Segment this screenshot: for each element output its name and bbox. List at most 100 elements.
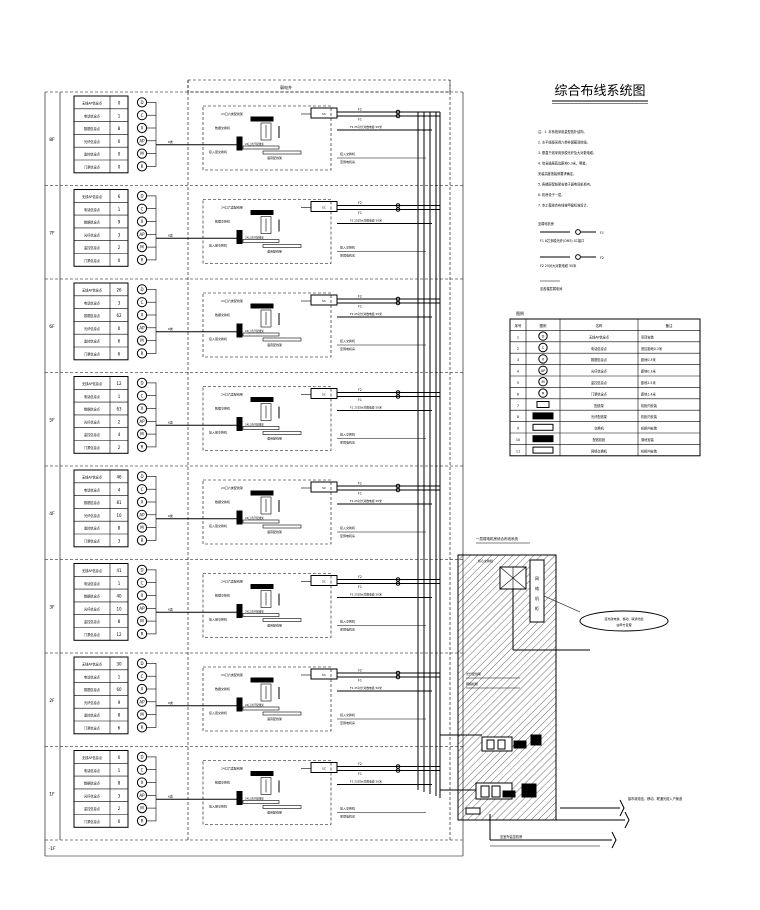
outlet-type: 门禁信息点 [84, 258, 101, 263]
legend-number: 5 [517, 381, 519, 385]
cable-type-label: 6类 [168, 606, 173, 611]
cabinet-label: 语音配线架 [267, 810, 282, 815]
legend-name: 数据信息点 [591, 357, 608, 362]
design-note: 5. 各楼层配线架安装于弱电间机柜内。 [538, 182, 593, 187]
legend-remark: 距地2.5米 [641, 380, 656, 385]
outlet-symbol-AP [136, 790, 148, 801]
riser-box-label: SC [322, 112, 326, 116]
outlet-symbol-letter: D [140, 661, 143, 666]
outlet-symbol-letter: D [140, 287, 143, 292]
outlet-count: 8 [118, 619, 121, 624]
outlet-symbol-letter: C [141, 300, 144, 305]
patch-panel [250, 303, 274, 309]
outlet-count: 2 [118, 806, 121, 811]
outlet-symbol-R [136, 815, 148, 827]
outlet-count: 26 [116, 288, 122, 293]
riser-box [310, 668, 338, 680]
outlet-type: 光纤信息点 [84, 606, 101, 611]
outlet-count: 40 [116, 594, 122, 599]
legend-name: 光纤信息点 [591, 369, 608, 374]
voice-panel [262, 150, 302, 155]
switch-box [260, 403, 272, 421]
legend-name: 配线架 [594, 403, 604, 408]
cabinet-label: 24口六类配线架 [221, 392, 243, 397]
outlet-type: 光纤信息点 [84, 793, 101, 798]
outlet-count: 46 [116, 475, 122, 480]
outlet-symbol-X [136, 777, 148, 788]
outlet-symbol-M [136, 335, 148, 346]
floor-cabinet [202, 666, 332, 732]
outlet-count: 9 [118, 700, 121, 705]
cabinet-label: 语音配线架 [267, 529, 282, 534]
legend-number: 8 [517, 415, 519, 419]
line-break-mark [611, 831, 617, 849]
cabinet-label: 24口光纤配线架 [245, 236, 264, 240]
outlet-type: 无线AP信息点 [82, 475, 103, 480]
voice-panel [262, 244, 302, 248]
outlet-symbol-X [136, 122, 148, 134]
outlet-symbol-R [136, 441, 148, 452]
floor-cabinet [202, 760, 332, 825]
cabinet-char: 机 [535, 595, 539, 601]
riser-box-label: SC [322, 299, 326, 303]
outlet-type: 光纤信息点 [84, 326, 101, 331]
patch-panel [250, 771, 274, 776]
outlet-count: 0 [118, 165, 121, 170]
outlet-type: 光纤信息点 [84, 513, 101, 518]
splice-point [395, 207, 401, 212]
switch-unit [502, 790, 516, 798]
machine-room-label: 光纤配线架 [466, 671, 481, 676]
splice-point [395, 768, 401, 773]
callout-leader [543, 595, 581, 613]
legend-remark: 距地0.3米 [641, 357, 656, 362]
patch-frame-port [497, 739, 506, 750]
legend-number: 10 [516, 438, 520, 442]
floor-label: 7F [49, 230, 55, 236]
outlet-symbol-letter: R [141, 632, 144, 637]
outlet-symbol-letter: AP [139, 512, 145, 517]
outlet-count: 8 [118, 781, 121, 786]
trunk-note: F2 25对大对数电缆 50米 [350, 499, 382, 503]
cabinet-label: 语音配线架 [267, 716, 282, 721]
outlet-type: 监控信息点 [84, 339, 101, 344]
outlet-count: 6 [118, 352, 121, 357]
outlet-count: 10 [116, 513, 122, 518]
cabinet-char: 络 [535, 585, 539, 591]
legend-name: 电话信息点 [591, 346, 608, 351]
trunk-label: F2 [358, 388, 362, 392]
outlet-symbol-letter: C [141, 674, 144, 679]
outlet-symbol-C [136, 390, 148, 401]
outlet-type: 电话信息点 [84, 394, 101, 399]
legend-number: 4 [517, 370, 519, 374]
trunk-label: F1 [358, 492, 362, 496]
machine-room-title: 一层弱电机房综合布线系统 [476, 536, 518, 541]
outlet-type: 数据信息点 [84, 500, 101, 505]
outlet-symbol-C [136, 484, 148, 495]
outlet-type: 数据信息点 [84, 126, 101, 131]
cable-type-label: 6类 [168, 700, 173, 705]
outlet-symbol-D [136, 377, 148, 388]
outlet-symbol-letter: X [141, 500, 144, 505]
outlet-type: 无线AP信息点 [82, 288, 103, 293]
switch-unit [513, 740, 527, 749]
riser-box-label: SC [322, 767, 326, 771]
patch-panel-2 [242, 145, 280, 150]
outlet-count: 0 [118, 326, 121, 331]
outlet-symbol-letter: R [141, 445, 144, 450]
network-cabinet [529, 559, 545, 623]
trunk-label: F2 [358, 669, 362, 673]
basement-label: -1F [48, 846, 55, 852]
outlet-count: 0 [118, 819, 121, 824]
outlet-count: 63 [116, 407, 122, 412]
outlet-count: 1 [118, 674, 121, 679]
outlet-symbol-C [136, 577, 148, 588]
fiber-panel [236, 417, 243, 431]
legend-remark: 距地1.4米 [641, 391, 656, 396]
outlet-count: 8 [118, 126, 121, 131]
legend-title: 图例 [516, 310, 524, 316]
patch-frame-port [491, 785, 501, 798]
legend-number: 2 [517, 347, 519, 351]
